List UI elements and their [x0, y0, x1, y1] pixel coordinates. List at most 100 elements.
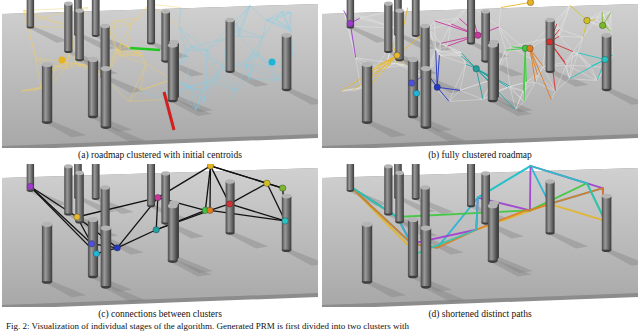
illustration-part — [168, 43, 178, 48]
cluster-connection — [230, 204, 286, 221]
roadmap-edge — [451, 18, 459, 23]
roadmap-edge — [610, 12, 611, 31]
roadmap-edge — [460, 90, 483, 99]
roadmap-edge — [566, 52, 573, 65]
illustration-part — [347, 164, 354, 190]
illustration-part — [347, 0, 354, 27]
roadmap-edge — [266, 12, 291, 20]
roadmap-edge — [266, 12, 282, 21]
roadmap-edge — [119, 55, 145, 64]
pillar — [408, 217, 418, 278]
roadmap-edge — [186, 50, 190, 86]
cluster-connection — [117, 230, 156, 248]
cluster-connection — [230, 183, 267, 204]
roadmap-edge — [290, 12, 291, 31]
roadmap-edge — [131, 4, 149, 24]
roadmap-edge — [66, 62, 67, 68]
roadmap-edge — [460, 80, 492, 91]
roadmap-edge — [449, 99, 483, 101]
cluster-edge — [437, 55, 439, 87]
cluster-centroid — [27, 183, 33, 189]
roadmap-edge — [235, 79, 249, 91]
illustration-part — [226, 182, 235, 233]
roadmap-edge — [570, 5, 586, 20]
cluster-connection — [210, 166, 282, 188]
illustration-part — [88, 217, 98, 222]
roadmap-edge — [449, 64, 466, 101]
roadmap-edge — [119, 43, 121, 55]
cluster-centroid — [602, 56, 608, 62]
roadmap-edge — [555, 79, 569, 91]
illustration-part — [395, 171, 403, 175]
pillar-shadow — [161, 61, 204, 77]
cluster-centroid — [282, 218, 288, 224]
illustration-part — [395, 9, 403, 13]
pillar-shadow — [226, 232, 269, 248]
illustration-part — [384, 4, 392, 51]
cluster-edge — [530, 48, 535, 82]
roadmap-edge — [578, 37, 583, 53]
illustration-part — [168, 206, 178, 261]
illustration-part — [488, 43, 498, 48]
pillar-shadow — [412, 198, 454, 214]
roadmap-edge — [190, 82, 207, 86]
roadmap-edge — [56, 66, 65, 68]
roadmap-edge — [246, 52, 253, 65]
roadmap-edge — [439, 53, 461, 55]
illustration-part — [421, 185, 430, 190]
roadmap-edge — [179, 27, 207, 50]
pillar-shadow — [602, 250, 638, 266]
illustration-part — [42, 224, 52, 281]
roadmap-edge — [523, 75, 537, 91]
roadmap-edge — [235, 65, 246, 91]
cluster-centroid — [155, 194, 161, 200]
illustration-part — [101, 228, 112, 286]
pillar — [42, 62, 52, 124]
illustration-part — [602, 194, 612, 199]
pillar — [88, 217, 98, 278]
illustration-part — [362, 62, 372, 67]
roadmap-edge — [207, 39, 227, 50]
illustration-part — [161, 171, 170, 175]
illustration-part — [64, 164, 72, 168]
cluster-edge — [476, 69, 483, 100]
illustration-part — [147, 164, 155, 205]
illustration-part — [408, 217, 418, 222]
illustration-part — [42, 65, 52, 122]
illustration-part — [384, 164, 392, 168]
roadmap-edge — [67, 62, 76, 63]
roadmap-edge — [449, 90, 460, 101]
cluster-connection — [30, 187, 96, 254]
roadmap-edge — [429, 24, 451, 29]
roadmap-edge — [591, 66, 597, 80]
illustration-part — [282, 35, 292, 89]
roadmap-edge — [206, 82, 215, 83]
illustration-part — [546, 18, 555, 22]
illustration-part — [421, 228, 432, 286]
illustration-part — [147, 0, 155, 43]
pillar — [92, 0, 100, 37]
cluster-centroid — [527, 0, 533, 6]
illustration-part — [488, 45, 498, 100]
roadmap-edge — [559, 36, 573, 51]
pillar — [168, 43, 178, 102]
pillar — [395, 171, 403, 224]
roadmap-edge — [239, 5, 250, 36]
illustration-part — [467, 164, 475, 205]
pillar — [362, 222, 372, 284]
roadmap-edge — [560, 5, 570, 29]
roadmap-edge — [239, 29, 240, 36]
illustration-part — [64, 166, 72, 213]
illustration-part — [101, 24, 110, 29]
roadmap-edge — [245, 62, 246, 65]
roadmap-edge — [22, 87, 41, 91]
pillar — [602, 33, 612, 91]
pillar — [27, 164, 34, 192]
roadmap-edge — [263, 20, 276, 38]
roadmap-edge — [179, 27, 186, 50]
illustration-part — [408, 219, 418, 275]
roadmap-edge — [129, 90, 140, 101]
illustration-part — [395, 173, 403, 222]
roadmap-edge — [206, 50, 207, 82]
cluster-edge — [525, 48, 526, 82]
